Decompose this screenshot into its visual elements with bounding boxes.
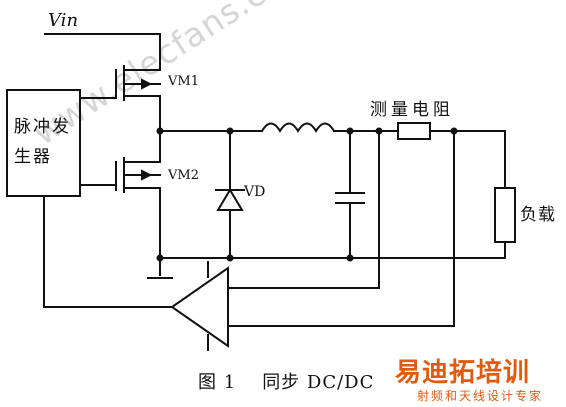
gate-wire-m1 (79, 79, 117, 99)
mosfet-m2 (115, 130, 161, 259)
output-capacitor (335, 130, 365, 259)
pulse-generator-label: 脉冲发生器 (14, 117, 71, 167)
sense-wire-2 (227, 130, 455, 327)
vin-rail (44, 33, 161, 63)
mosfet-m1 (115, 61, 161, 132)
load-box (494, 187, 516, 243)
sense-resistor-label: 测量电阻 (370, 100, 454, 120)
vin-label: Vin (48, 10, 79, 31)
feedback-amplifier (170, 261, 229, 351)
caption-figure-number: 图 1 (198, 372, 237, 393)
logo-watermark-main: 易迪拓培训 (395, 358, 531, 388)
logo-watermark-sub: 射频和天线设计专家 (417, 389, 544, 403)
figure-caption: 图 1 同步 DC/DC (198, 368, 374, 394)
vm2-label: VM2 (168, 168, 199, 183)
sense-wire-1 (227, 130, 380, 289)
gate-wire-m2 (79, 171, 117, 186)
junction-dots (156, 127, 458, 262)
vm1-label: VM1 (168, 74, 199, 89)
diode-vd (215, 130, 245, 259)
feedback-wire (43, 195, 173, 308)
inductor (260, 122, 336, 133)
vd-label: VD (244, 184, 266, 200)
sense-resistor-box (397, 122, 431, 140)
load-label: 负载 (520, 205, 556, 225)
caption-title: 同步 DC/DC (262, 372, 375, 393)
